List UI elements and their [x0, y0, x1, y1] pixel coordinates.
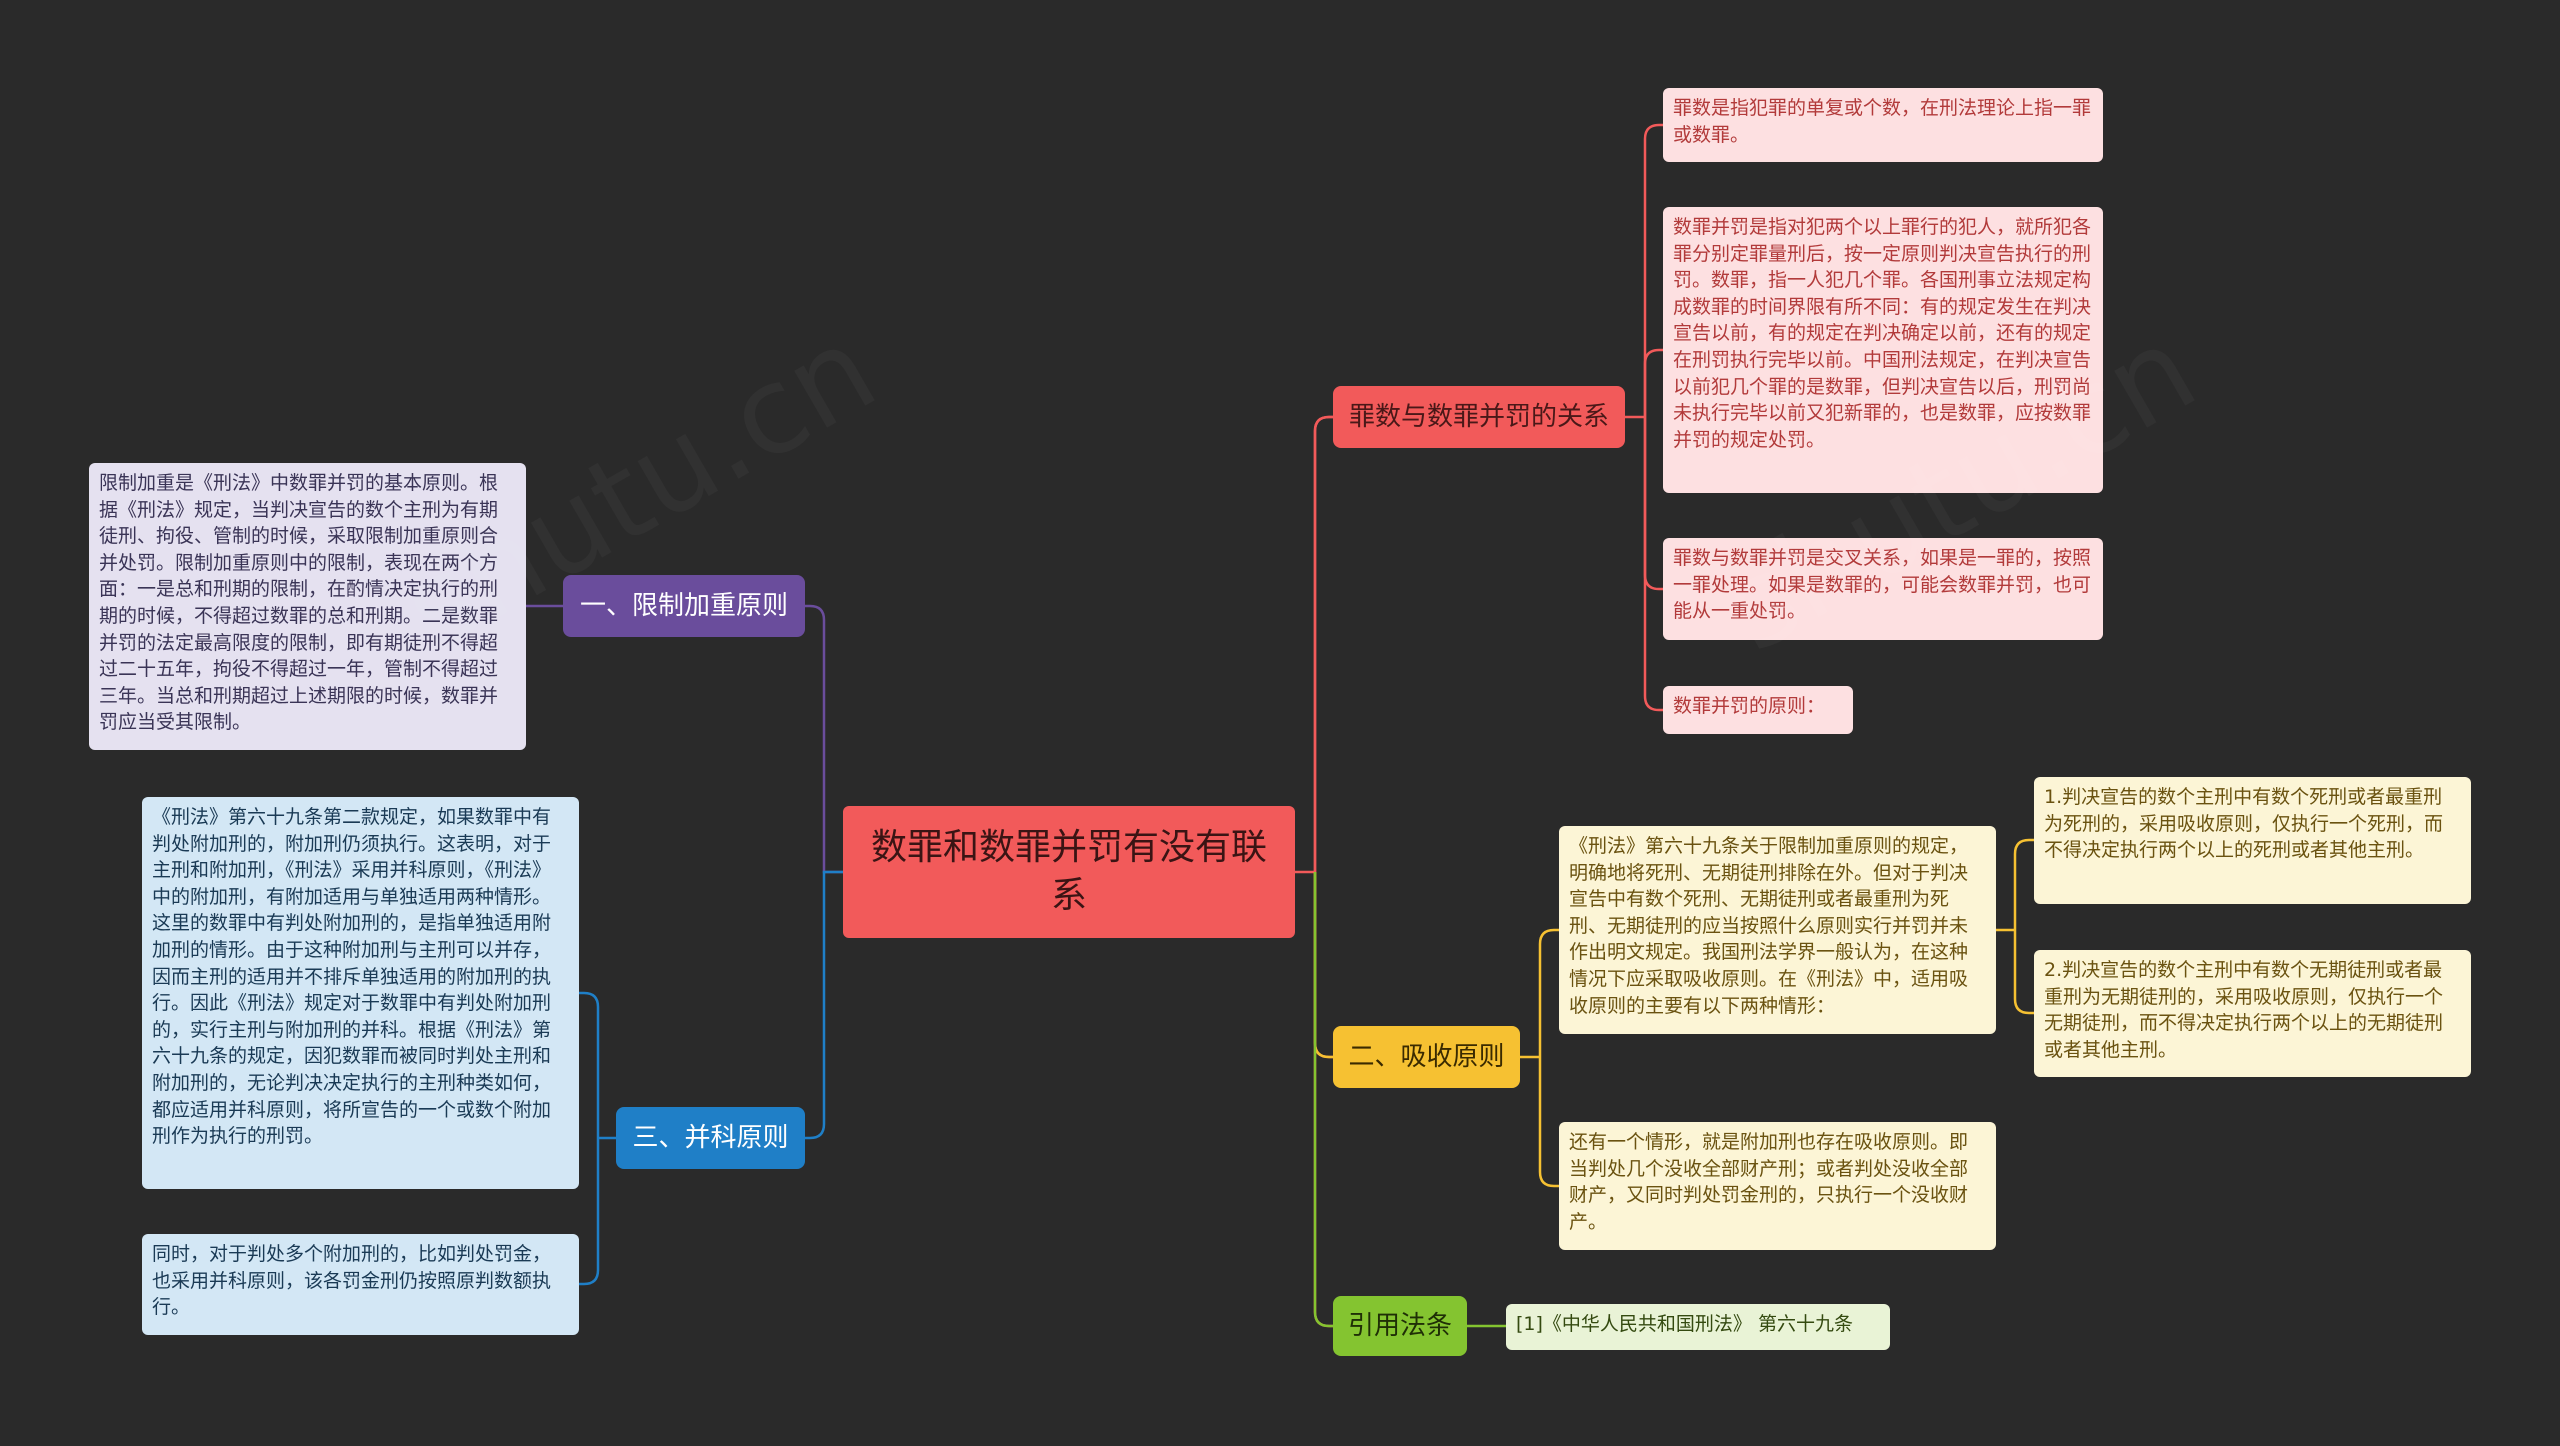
- leaf-relation-1[interactable]: 罪数是指犯罪的单复或个数，在刑法理论上指一罪或数罪。: [1663, 88, 2103, 162]
- link-absorb-0: [1538, 928, 1559, 1057]
- link-root-law: [1313, 872, 1333, 1328]
- leaf-absorb-sub-2[interactable]: 2.判决宣告的数个主刑中有数个无期徒刑或者最重刑为无期徒刑的，采用吸收原则，仅执…: [2034, 950, 2471, 1077]
- link-relation-2: [1643, 417, 1663, 591]
- link-cumulative-1: [579, 1138, 600, 1286]
- root-node[interactable]: 数罪和数罪并罚有没有联系: [843, 806, 1295, 938]
- link-relation-0: [1643, 123, 1663, 417]
- link-root-relation: [1313, 415, 1333, 872]
- link-absorb-sub-1: [2013, 930, 2034, 1015]
- link-absorb-sub-0: [2013, 838, 2034, 930]
- leaf-cumulative-1[interactable]: 《刑法》第六十九条第二款规定，如果数罪中有判处附加刑的，附加刑仍须执行。这表明，…: [142, 797, 579, 1189]
- link-absorb-1: [1538, 1057, 1559, 1188]
- link-cumulative-0: [579, 991, 600, 1138]
- link-root-absorb: [1313, 872, 1333, 1059]
- link-root-right-1: [1313, 872, 1333, 1059]
- leaf-absorb-1[interactable]: 《刑法》第六十九条关于限制加重原则的规定，明确地将死刑、无期徒刑排除在外。但对于…: [1559, 826, 1996, 1034]
- link-root-right-0: [1313, 415, 1333, 872]
- link-relation-1: [1643, 348, 1663, 417]
- leaf-law-1[interactable]: [1]《中华人民共和国刑法》 第六十九条: [1506, 1304, 1890, 1350]
- leaf-limit-1[interactable]: 限制加重是《刑法》中数罪并罚的基本原则。根据《刑法》规定，当判决宣告的数个主刑为…: [89, 463, 526, 750]
- link-relation-3: [1643, 417, 1663, 712]
- branch-relation[interactable]: 罪数与数罪并罚的关系: [1333, 386, 1625, 448]
- leaf-relation-3[interactable]: 罪数与数罪并罚是交叉关系，如果是一罪的，按照一罪处理。如果是数罪的，可能会数罪并…: [1663, 538, 2103, 640]
- leaf-absorb-2[interactable]: 还有一个情形，就是附加刑也存在吸收原则。即当判处几个没收全部财产刑；或者判处没收…: [1559, 1122, 1996, 1250]
- leaf-cumulative-2[interactable]: 同时，对于判处多个附加刑的，比如判处罚金，也采用并科原则，该各罚金刑仍按照原判数…: [142, 1234, 579, 1335]
- link-root-right-2: [1313, 872, 1333, 1328]
- leaf-absorb-sub-1[interactable]: 1.判决宣告的数个主刑中有数个死刑或者最重刑为死刑的，采用吸收原则，仅执行一个死…: [2034, 777, 2471, 904]
- link-root-cumulative: [805, 870, 843, 1140]
- branch-law[interactable]: 引用法条: [1333, 1296, 1467, 1356]
- branch-cumulative[interactable]: 三、并科原则: [616, 1107, 805, 1169]
- leaf-relation-4[interactable]: 数罪并罚的原则：: [1663, 686, 1853, 734]
- branch-limit[interactable]: 一、限制加重原则: [563, 575, 805, 637]
- branch-absorb[interactable]: 二、吸收原则: [1333, 1026, 1520, 1088]
- leaf-relation-2[interactable]: 数罪并罚是指对犯两个以上罪行的犯人，就所犯各罪分别定罪量刑后，按一定原则判决宣告…: [1663, 207, 2103, 493]
- link-root-limit: [805, 604, 843, 874]
